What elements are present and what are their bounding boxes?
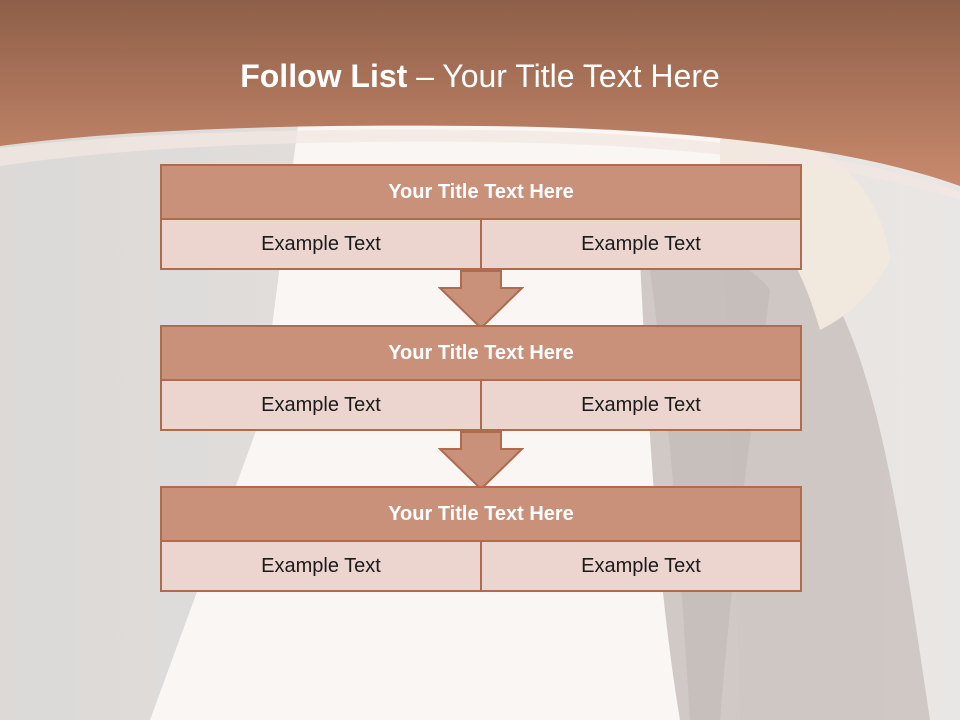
block-right-cell: Example Text (482, 381, 802, 431)
follow-block-2: Your Title Text Here Example Text Exampl… (160, 325, 802, 431)
block-title: Your Title Text Here (160, 164, 802, 220)
block-left-cell: Example Text (160, 220, 482, 270)
block-row: Example Text Example Text (160, 542, 802, 592)
title-bold-text: Follow List (240, 57, 408, 94)
block-right-cell: Example Text (482, 220, 802, 270)
follow-block-3: Your Title Text Here Example Text Exampl… (160, 486, 802, 592)
block-row: Example Text Example Text (160, 381, 802, 431)
page-title: Follow List – Your Title Text Here (0, 52, 960, 100)
block-title: Your Title Text Here (160, 325, 802, 381)
block-left-cell: Example Text (160, 381, 482, 431)
follow-block-1: Your Title Text Here Example Text Exampl… (160, 164, 802, 270)
down-arrow-icon (438, 431, 524, 491)
block-row: Example Text Example Text (160, 220, 802, 270)
down-arrow-icon (438, 270, 524, 330)
block-right-cell: Example Text (482, 542, 802, 592)
title-rest-text: – Your Title Text Here (407, 57, 720, 94)
block-left-cell: Example Text (160, 542, 482, 592)
block-title: Your Title Text Here (160, 486, 802, 542)
